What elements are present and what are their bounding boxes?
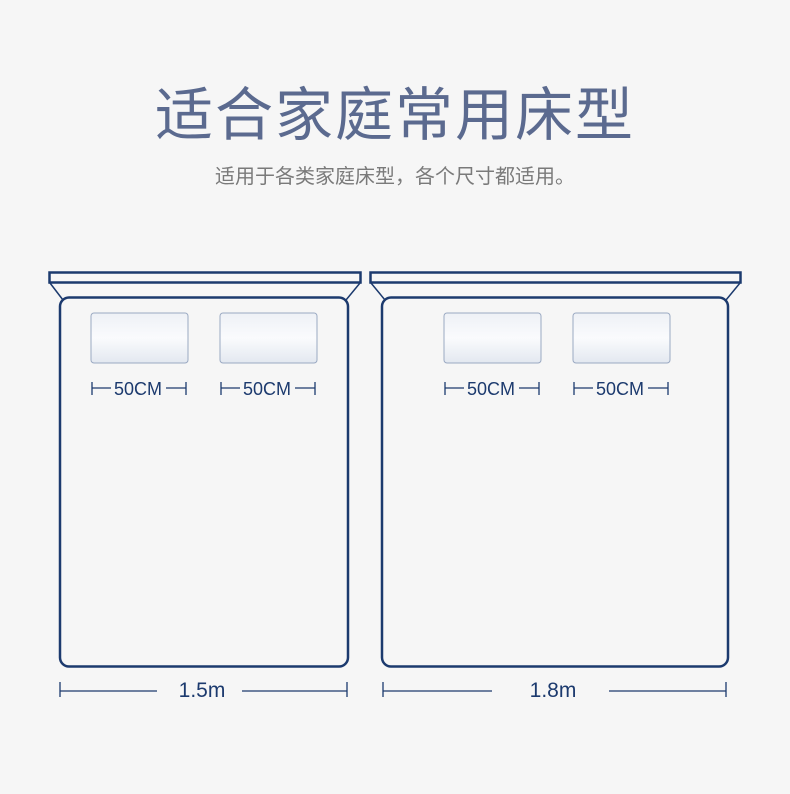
bed-width-label: 1.8m <box>530 679 577 702</box>
headboard <box>369 271 742 284</box>
mattress <box>380 296 730 668</box>
pillow-width-label: 50CM <box>114 379 162 399</box>
pillow <box>90 312 189 364</box>
page-subtitle: 适用于各类家庭床型，各个尺寸都适用。 <box>215 164 575 188</box>
pillow <box>572 312 671 364</box>
headboard <box>48 271 362 284</box>
headboard-right-edge <box>345 282 361 301</box>
bed-width-dimension <box>382 682 727 697</box>
bed-width-label: 1.5m <box>179 679 226 702</box>
headboard-left-edge <box>370 282 386 301</box>
pillow <box>443 312 542 364</box>
headboard-right-edge <box>725 282 741 301</box>
bed-1-8m <box>369 271 742 697</box>
headboard-left-edge <box>49 282 64 301</box>
pillow-dimension <box>444 382 669 395</box>
pillow-width-label: 50CM <box>243 379 291 399</box>
pillow-width-label: 50CM <box>596 379 644 399</box>
pillow-width-label: 50CM <box>467 379 515 399</box>
bed-1-5m <box>48 271 362 697</box>
pillow-dimension <box>91 382 316 395</box>
pillow <box>219 312 318 364</box>
mattress <box>58 296 350 668</box>
bed-width-dimension <box>59 682 348 697</box>
page-title: 适合家庭常用床型 <box>154 81 635 149</box>
